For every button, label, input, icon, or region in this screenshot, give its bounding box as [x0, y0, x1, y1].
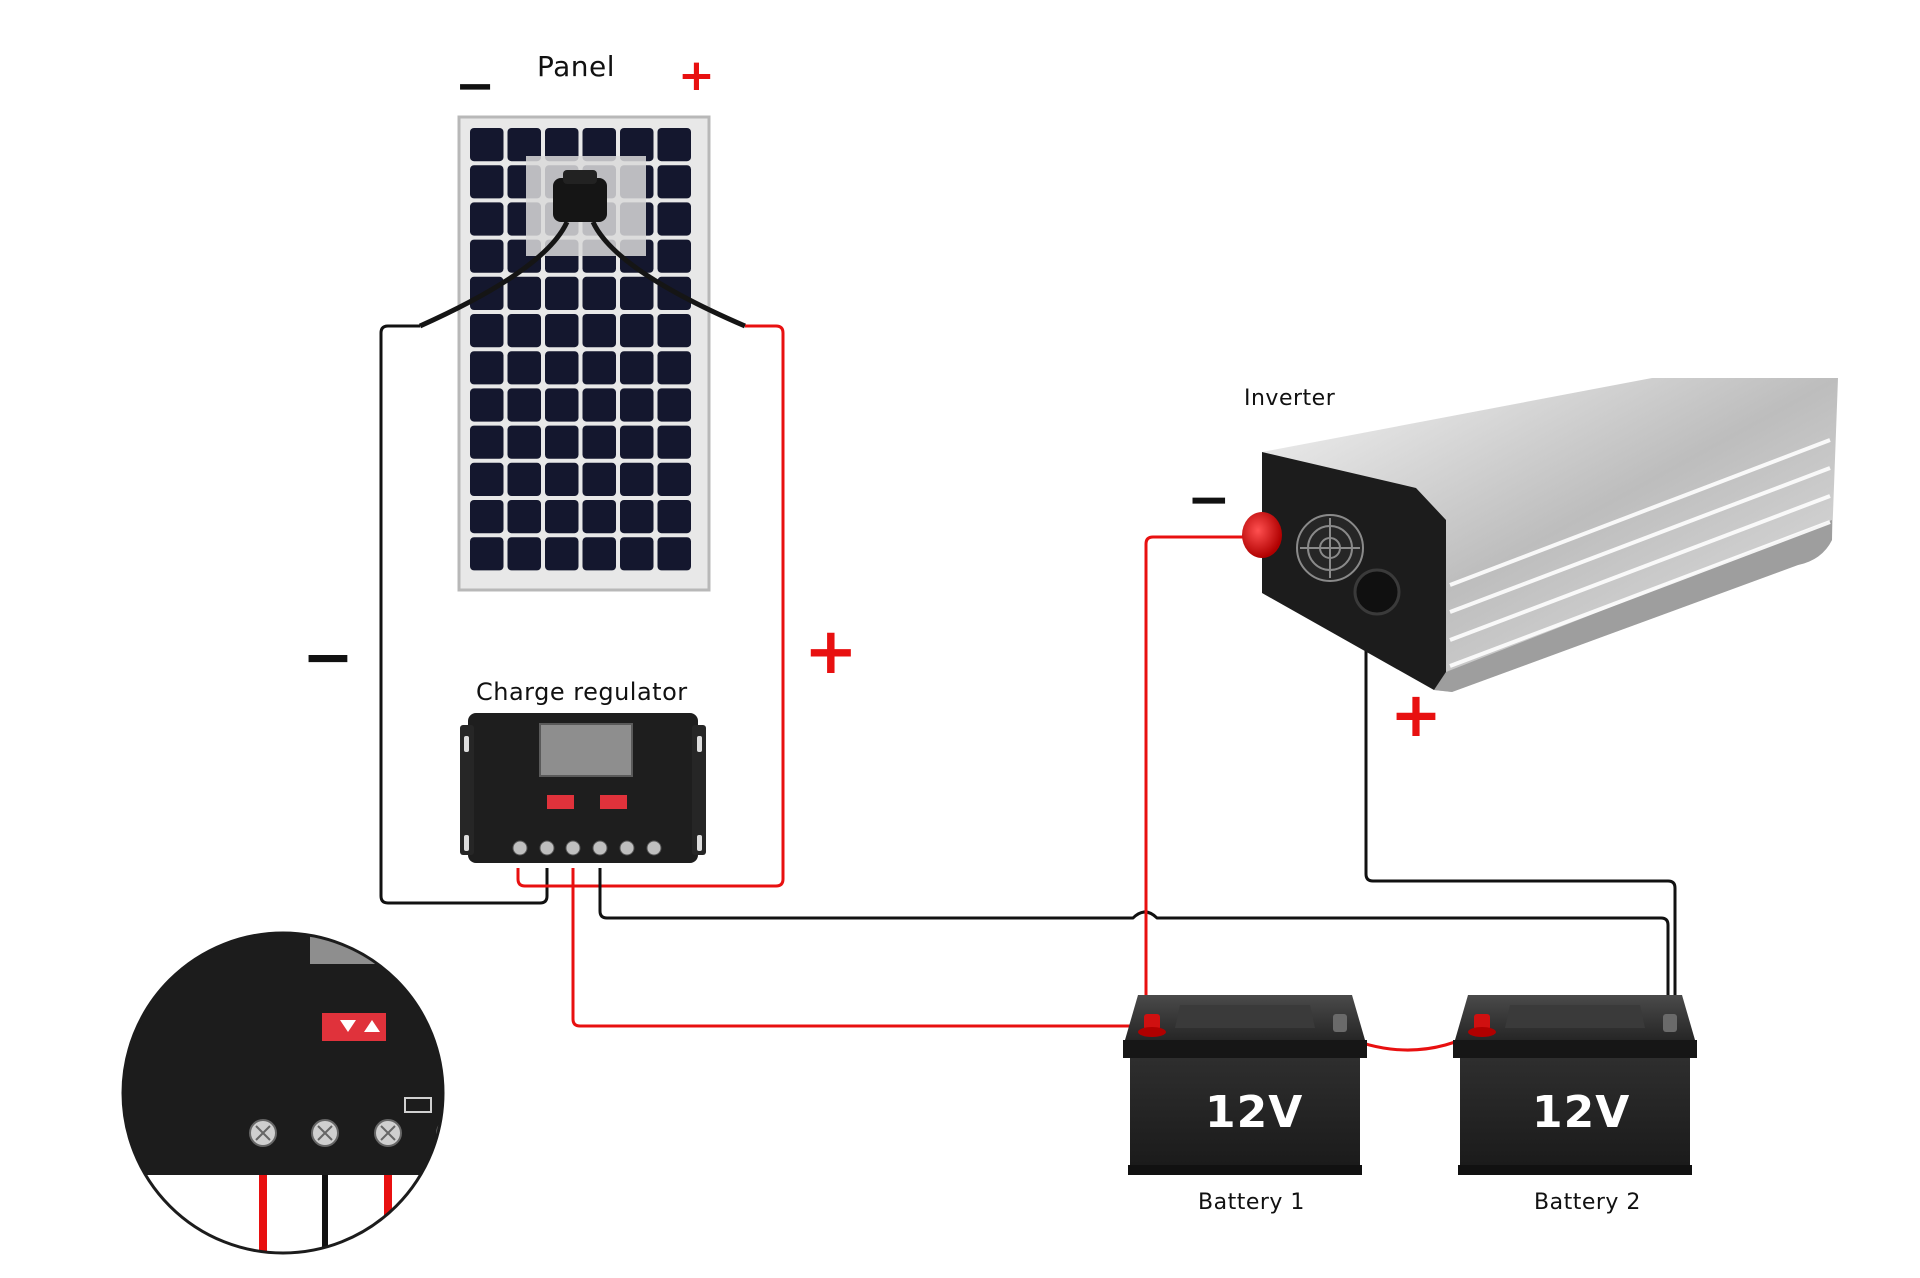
panel-cell — [507, 537, 541, 571]
regulator-terminal-screw — [512, 840, 528, 856]
panel-cell — [545, 462, 579, 496]
panel-cell — [620, 314, 654, 348]
panel-cell — [620, 388, 654, 422]
panel-cell — [507, 425, 541, 459]
panel-cell — [657, 462, 691, 496]
panel-cell — [582, 314, 616, 348]
battery-1 — [1123, 995, 1367, 1175]
panel-cell — [582, 276, 616, 310]
panel-cell — [582, 500, 616, 534]
panel-cell-grid — [470, 128, 691, 571]
battery2-label: Battery 2 — [1534, 1190, 1641, 1215]
panel-cell — [470, 500, 504, 534]
battery2-voltage: 12V — [1532, 1087, 1631, 1138]
panel-cell — [545, 314, 579, 348]
panel-cell — [545, 276, 579, 310]
panel-positive-sign: + — [678, 50, 715, 101]
panel-cell — [470, 351, 504, 385]
panel-label: Panel — [537, 50, 616, 83]
panel-cell — [507, 128, 541, 162]
negative-wire-sign: − — [302, 620, 354, 693]
panel-cell — [582, 462, 616, 496]
panel-cell — [507, 462, 541, 496]
solar-panel — [418, 115, 746, 592]
panel-cell — [582, 351, 616, 385]
panel-cell — [507, 500, 541, 534]
regulator-terminal-screw — [646, 840, 662, 856]
panel-cell — [507, 314, 541, 348]
panel-cell — [470, 388, 504, 422]
panel-cell — [657, 351, 691, 385]
regulator-terminals — [512, 840, 662, 856]
battery-negative-terminal — [1333, 1014, 1347, 1032]
panel-cell — [620, 425, 654, 459]
battery1-label: Battery 1 — [1198, 1190, 1305, 1215]
panel-cell — [470, 462, 504, 496]
panel-cell — [620, 462, 654, 496]
panel-cell — [582, 537, 616, 571]
zoom-terminals — [249, 1119, 518, 1147]
panel-cell — [657, 500, 691, 534]
battery1-voltage: 12V — [1205, 1087, 1304, 1138]
panel-cell — [470, 425, 504, 459]
panel-cell — [470, 202, 504, 236]
panel-cell — [545, 351, 579, 385]
zoom-terminal-screw — [492, 1120, 518, 1146]
panel-cell — [545, 128, 579, 162]
positive-wire-sign: + — [804, 615, 858, 689]
panel-cell — [620, 276, 654, 310]
regulator-terminal-screw — [619, 840, 635, 856]
panel-cell — [657, 239, 691, 273]
panel-cell — [545, 537, 579, 571]
panel-cell — [657, 425, 691, 459]
panel-cell — [470, 128, 504, 162]
panel-cell — [657, 128, 691, 162]
inverter-label: Inverter — [1244, 386, 1336, 411]
charge-regulator — [460, 713, 706, 863]
panel-cell — [545, 500, 579, 534]
panel-cell — [582, 388, 616, 422]
regulator-terminal-screw — [539, 840, 555, 856]
panel-cell — [620, 500, 654, 534]
panel-cell — [470, 165, 504, 199]
wires — [379, 324, 1677, 1052]
panel-cell — [470, 314, 504, 348]
panel-negative-sign: − — [455, 58, 496, 114]
panel-cell — [507, 351, 541, 385]
battery-positive-terminal — [1144, 1014, 1160, 1030]
regulator-terminal-screw — [592, 840, 608, 856]
panel-cell — [620, 128, 654, 162]
regulator-zoom-inset — [121, 931, 518, 1255]
panel-cell — [657, 388, 691, 422]
charge-regulator-label: Charge regulator — [476, 678, 688, 706]
panel-cell — [545, 388, 579, 422]
panel-cell — [470, 537, 504, 571]
battery-2 — [1453, 995, 1697, 1175]
panel-cell — [507, 276, 541, 310]
panel-cell — [582, 425, 616, 459]
battery-positive-terminal — [1474, 1014, 1490, 1030]
panel-cell — [582, 128, 616, 162]
inverter — [1242, 378, 1838, 692]
battery-negative-terminal — [1663, 1014, 1677, 1032]
panel-cell — [620, 537, 654, 571]
inverter-negative-sign: − — [1187, 470, 1231, 530]
panel-cell — [657, 537, 691, 571]
panel-cell — [470, 239, 504, 273]
panel-cell — [545, 425, 579, 459]
panel-cell — [657, 314, 691, 348]
panel-cell — [657, 165, 691, 199]
panel-cell — [657, 202, 691, 236]
batteries — [1123, 995, 1697, 1175]
panel-cell — [620, 351, 654, 385]
regulator-terminal-screw — [565, 840, 581, 856]
panel-cell — [507, 388, 541, 422]
inverter-positive-sign: + — [1390, 678, 1442, 751]
